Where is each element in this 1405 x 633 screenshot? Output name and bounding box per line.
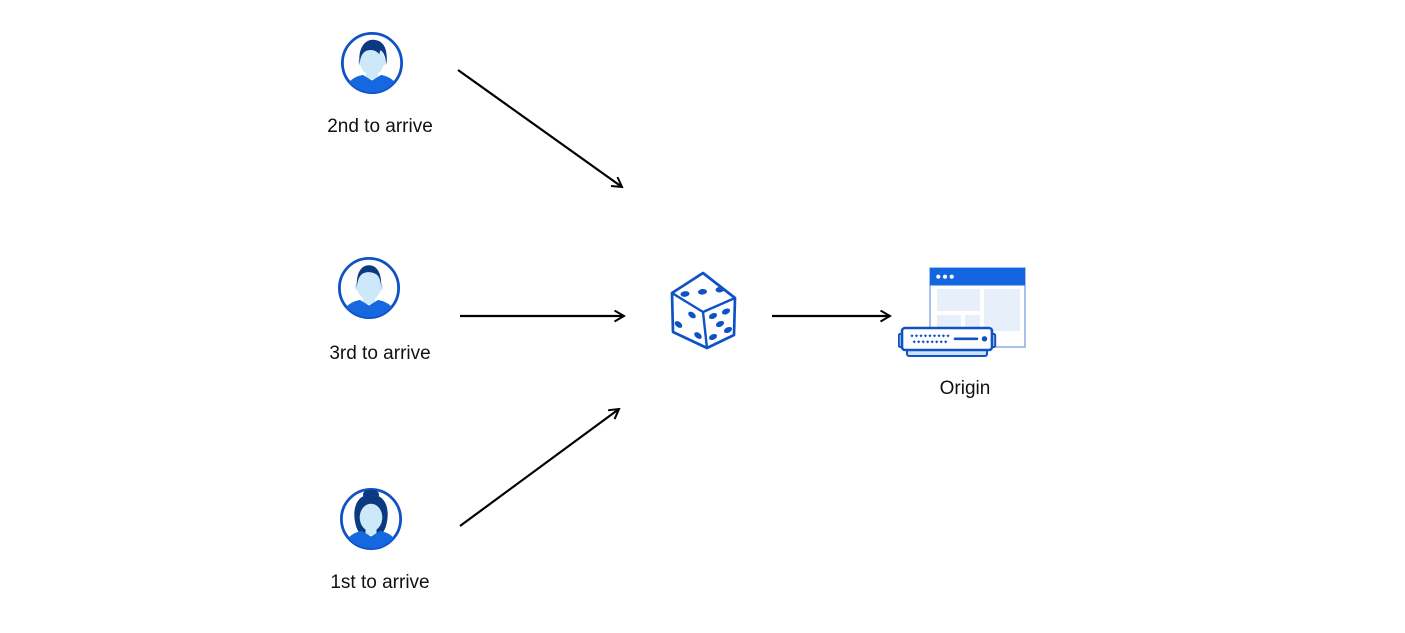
window-titlebar-dots [936, 274, 954, 279]
avatar-face [359, 45, 385, 76]
server-led [981, 336, 988, 342]
dice-icon [670, 271, 737, 350]
node-label-user-1st: 1st to arrive [330, 572, 430, 593]
node-label-origin: Origin [939, 378, 991, 399]
node-label-user-2nd: 2nd to arrive [327, 116, 433, 137]
dice-edges [671, 291, 736, 349]
dice-pips [674, 286, 733, 341]
node-user-2nd [340, 31, 404, 100]
avatar-hair [356, 265, 382, 288]
arrow-user1-to-dice [459, 409, 619, 527]
node-origin [897, 262, 1028, 371]
avatar-face [359, 503, 383, 532]
avatar-hair [359, 39, 387, 65]
avatar-hair-bun [363, 489, 379, 500]
server-body [900, 326, 994, 352]
node-user-1st [339, 487, 403, 556]
user-avatar-icon [340, 31, 404, 95]
avatar-face [356, 270, 382, 301]
node-user-3rd [337, 256, 401, 325]
window-content-blocks [937, 289, 1020, 331]
node-dice [665, 268, 741, 357]
node-label-user-3rd: 3rd to arrive [329, 343, 431, 364]
arrow-user2-to-dice [457, 69, 622, 187]
window-titlebar [930, 268, 1025, 286]
user-avatar-icon [337, 256, 401, 320]
user-avatar-icon [339, 487, 403, 551]
browser-and-server-icon [897, 267, 1026, 357]
server-icon [897, 326, 997, 357]
